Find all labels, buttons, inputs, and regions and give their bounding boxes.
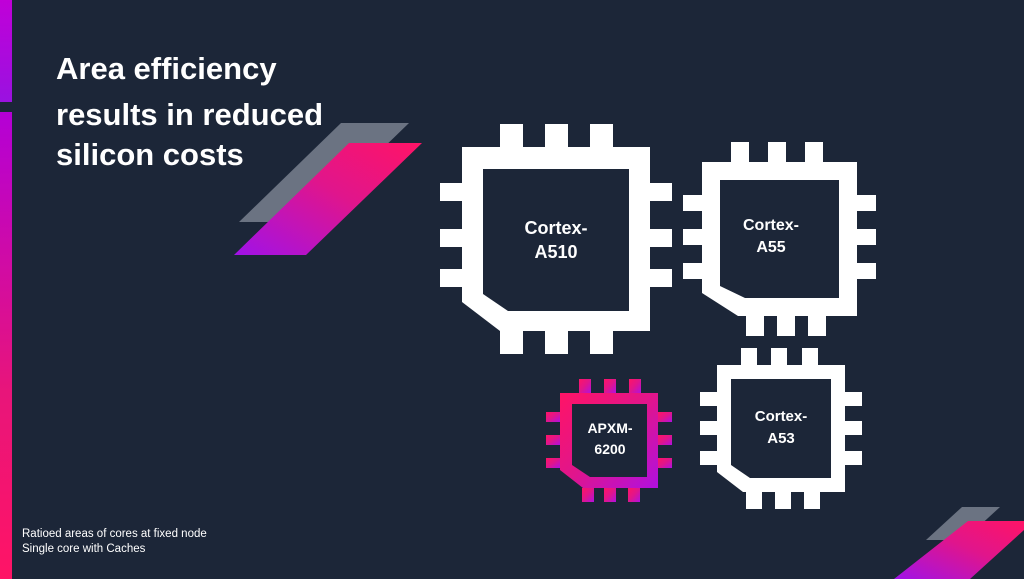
footnote-line1: Ratioed areas of cores at fixed node <box>22 528 207 540</box>
processor-chip-icon <box>717 365 845 492</box>
chip-cortex-a53: Cortex- A53 <box>700 348 862 509</box>
chip-label-apxm-line2: 6200 <box>594 441 625 457</box>
slide-title: Area efficiency results in reduced silic… <box>56 46 323 178</box>
slide-title-line3: silicon costs <box>56 137 244 172</box>
processor-chip-icon <box>702 162 857 316</box>
chip-cortex-a55: Cortex- A55 <box>683 142 876 336</box>
decor-parallelogram-gray-bottom <box>926 507 1000 540</box>
chip-label-a53-line1: Cortex- <box>755 408 808 425</box>
processor-chip-icon <box>462 147 650 331</box>
chip-apxm-6200: APXM- 6200 <box>546 379 672 502</box>
decor-parallelogram-pink-top <box>234 143 422 255</box>
decor-parallelogram-pink-bottom <box>894 521 1024 579</box>
chip-label-a53-line2: A53 <box>767 430 795 447</box>
slide-title-line1: Area efficiency <box>56 51 277 86</box>
chip-label-a510-line2: A510 <box>534 242 577 262</box>
footnote: Ratioed areas of cores at fixed node Sin… <box>22 527 207 557</box>
processor-chip-icon <box>560 393 658 488</box>
chip-label-a55-line1: Cortex- <box>743 217 799 234</box>
left-accent-bar-bottom <box>0 112 12 579</box>
chip-label-apxm-line1: APXM- <box>587 420 632 436</box>
chip-cortex-a510: Cortex- A510 <box>440 124 672 354</box>
chip-label-a510-line1: Cortex- <box>524 218 587 238</box>
chip-label-a55-line2: A55 <box>756 239 785 256</box>
footnote-line2: Single core with Caches <box>22 543 146 555</box>
left-accent-bar-top <box>0 0 12 102</box>
slide-title-line2: results in reduced <box>56 97 324 132</box>
